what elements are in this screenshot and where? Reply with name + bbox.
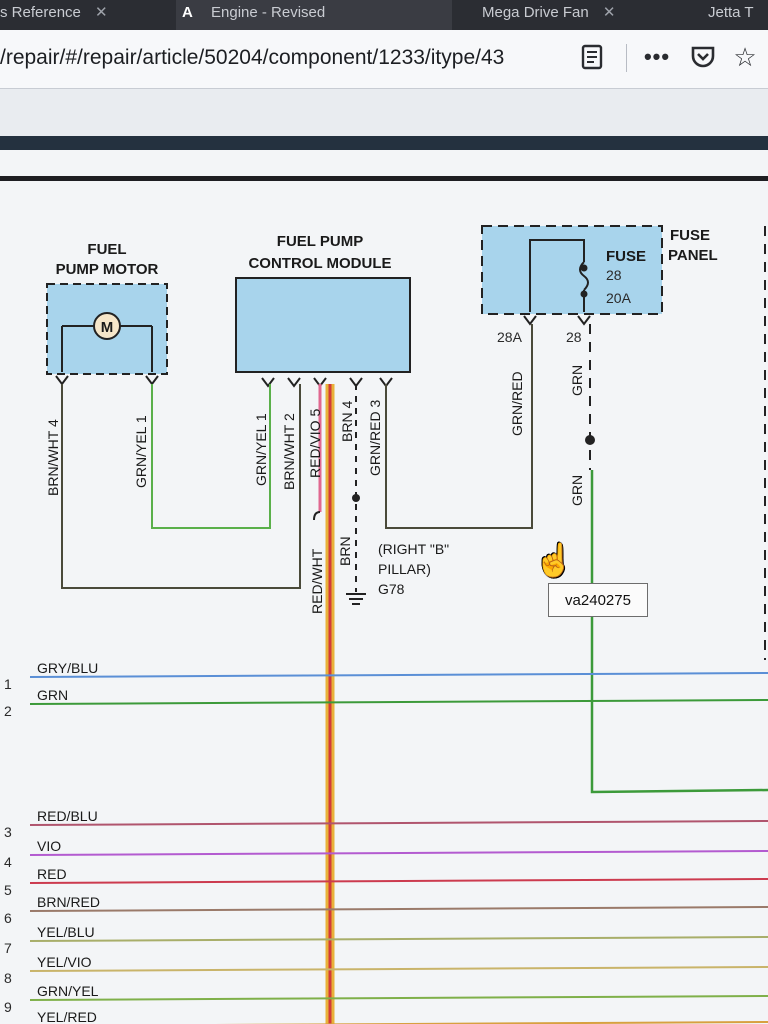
- motor-icon: [93, 312, 121, 340]
- fuse-internal-wire: [529, 239, 585, 312]
- bus-wire-number: 5: [4, 882, 12, 898]
- bus-wire-1: [29, 672, 768, 678]
- fuse-terminal: [580, 290, 588, 298]
- bus-wire-label: YEL/RED: [37, 1009, 97, 1024]
- tab-label: Engine - Revised: [211, 4, 326, 21]
- bus-wire-label: BRN/RED: [37, 894, 100, 910]
- bus-wire-10: [214, 1021, 768, 1024]
- motor-symbol: M: [101, 319, 114, 336]
- bus-wire-6: [29, 906, 768, 912]
- tab-engine[interactable]: A Engine - Revised: [176, 0, 452, 30]
- module-wire-label-4: BRN 4: [339, 401, 355, 442]
- fuse-pin-28a: 28A: [497, 329, 523, 345]
- bus-wire-8: [29, 966, 768, 972]
- bus-wire-number: 3: [4, 824, 12, 840]
- bus-wire-number: 4: [4, 854, 12, 870]
- fuse-rating: 20A: [606, 290, 632, 306]
- module-wire-label-2: BRN/WHT 2: [281, 413, 297, 490]
- more-icon[interactable]: •••: [643, 44, 671, 69]
- bus-wire-number: 9: [4, 999, 12, 1015]
- diagram-id-tooltip: va240275: [548, 583, 648, 617]
- splice-icon: [313, 511, 321, 521]
- address-bar: /repair/#/repair/article/50204/component…: [0, 30, 768, 89]
- fuse-wire-label-1: GRN/RED: [509, 371, 525, 436]
- bus-wire-number: 1: [4, 676, 12, 692]
- motor-wire-label-2: GRN/YEL 1: [133, 415, 149, 488]
- bus-wire-number: 7: [4, 940, 12, 956]
- fuse-pin-28: 28: [566, 329, 582, 345]
- url-field[interactable]: /repair/#/repair/article/50204/component…: [0, 46, 505, 69]
- fuse-label: FUSE: [606, 248, 646, 265]
- wire-junction: [585, 435, 595, 445]
- site-logo-icon: A: [182, 4, 193, 21]
- fuse-terminal: [580, 264, 588, 272]
- tab-label: s Reference: [0, 4, 81, 21]
- grn-lower-label: GRN: [569, 475, 585, 506]
- module-wire-label-5: GRN/RED 3: [367, 400, 383, 476]
- ground-icon: [346, 593, 366, 605]
- bus-wire-label: RED/BLU: [37, 808, 98, 824]
- ground-id: G78: [378, 581, 405, 597]
- fuse-panel-title-1: FUSE: [670, 227, 710, 244]
- toolbar-divider: [626, 44, 627, 72]
- tab-jetta[interactable]: Jetta T: [708, 0, 768, 30]
- diagram-frame-border: [0, 176, 768, 181]
- pocket-icon[interactable]: [688, 42, 718, 72]
- fuse-number: 28: [606, 267, 622, 283]
- bus-wire-9: [29, 995, 768, 1001]
- motor-wire-label-1: BRN/WHT 4: [45, 419, 61, 496]
- bookmark-star-icon[interactable]: ☆: [733, 41, 757, 72]
- module-wire-label-1: GRN/YEL 1: [253, 413, 269, 486]
- bus-wire-label: GRN: [37, 687, 68, 703]
- wire-grn-red: [385, 324, 533, 529]
- bus-wire-label: RED: [37, 866, 67, 882]
- control-module-title-2: CONTROL MODULE: [248, 255, 391, 272]
- bus-wire-label: GRN/YEL: [37, 983, 99, 999]
- bus-wire-3: [29, 820, 768, 826]
- tab-label: Jetta T: [708, 4, 754, 21]
- reader-view-icon[interactable]: [578, 42, 606, 72]
- fuel-pump-motor-title-2: PUMP MOTOR: [56, 261, 159, 278]
- wire-brn-wht: [61, 384, 301, 589]
- wire-grn-yel: [151, 384, 271, 529]
- bus-wire-7: [29, 936, 768, 942]
- bus-wire-number: 8: [4, 970, 12, 986]
- ground-location-1: (RIGHT "B": [378, 541, 449, 557]
- bus-wire-number: 6: [4, 910, 12, 926]
- ground-location-2: PILLAR): [378, 561, 431, 577]
- bus-wire-4: [29, 850, 768, 856]
- wire-grn-lower: [590, 470, 768, 794]
- bus-wire-label: YEL/BLU: [37, 924, 95, 940]
- red-wht-label: RED/WHT: [309, 548, 325, 614]
- hand-cursor-icon: ☝: [534, 542, 574, 578]
- fuse-wire-label-2: GRN: [569, 365, 585, 396]
- bus-wire-label: GRY/BLU: [37, 660, 98, 676]
- control-module-title-1: FUEL PUMP: [277, 233, 363, 250]
- brn-lower-label: BRN: [337, 536, 353, 566]
- close-icon[interactable]: ✕: [95, 4, 108, 21]
- site-header-band: [0, 136, 768, 150]
- tab-reference[interactable]: s Reference ✕: [0, 0, 170, 30]
- close-icon[interactable]: ✕: [602, 4, 616, 21]
- fuel-pump-motor-title-1: FUEL: [87, 241, 126, 258]
- bus-wire-2: [29, 699, 768, 705]
- bus-wire-label: VIO: [37, 838, 61, 854]
- tab-label: Mega Drive Fan: [482, 4, 589, 21]
- bus-wire-number: 2: [4, 703, 12, 719]
- fuse-panel-title-2: PANEL: [668, 247, 718, 264]
- bus-wire-label: YEL/VIO: [37, 954, 92, 970]
- tab-mega-drive[interactable]: Mega Drive Fan ✕: [452, 0, 732, 30]
- wire-junction: [352, 494, 360, 502]
- module-wire-label-3: RED/VIO 5: [307, 409, 323, 478]
- control-module-box: [235, 277, 411, 373]
- tab-bar: s Reference ✕ A Engine - Revised Mega Dr…: [0, 0, 768, 30]
- bus-wire-5: [29, 878, 768, 884]
- fuse-icon: [579, 261, 589, 291]
